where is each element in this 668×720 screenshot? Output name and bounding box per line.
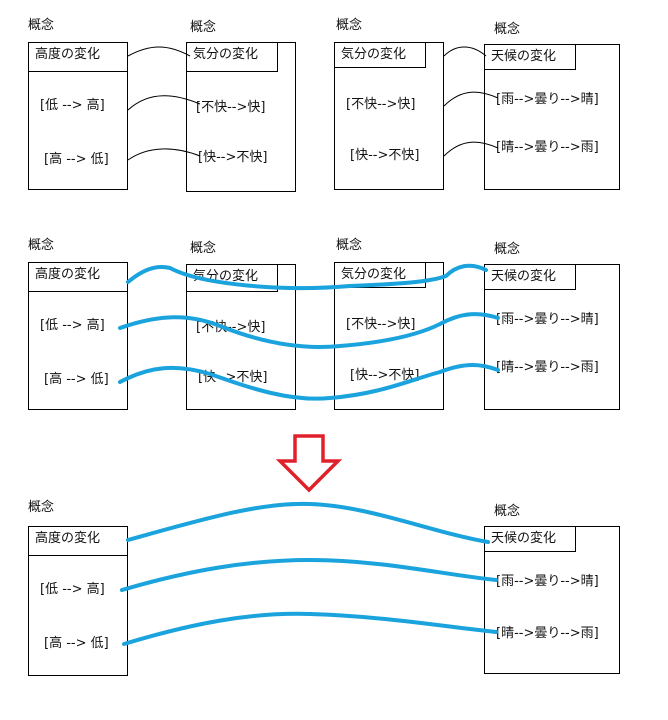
box-item: [快-->不快] [350,368,420,383]
connector-line [127,46,191,57]
box-item: [不快-->快] [346,97,416,112]
box-title: 天候の変化 [484,526,576,552]
concept-label: 概念 [28,500,55,515]
concept-label: 概念 [336,238,363,253]
box-title: 高度の変化 [28,262,128,292]
box-title: 気分の変化 [334,42,426,68]
blue-link-line [118,312,500,350]
box-item: [晴-->曇り-->雨] [496,140,599,155]
box-item: [雨-->曇り-->晴] [496,92,599,107]
box-item: [晴-->曇り-->雨] [496,360,599,375]
box-title: 高度の変化 [28,42,128,72]
blue-link-line [118,363,500,401]
box-item: [快-->不快] [350,148,420,163]
connector-line [127,95,201,111]
box-item: [高 --> 低] [44,636,109,651]
box-item: [低 --> 高] [40,318,105,333]
box-item: [低 --> 高] [40,582,105,597]
connector-line [443,91,499,107]
box-item: [不快-->快] [346,317,416,332]
box-title: 気分の変化 [186,42,278,72]
box-item: [雨-->曇り-->晴] [496,312,599,327]
box-item: [低 --> 高] [40,98,105,113]
box-item: [快-->不快] [198,150,268,165]
concept-label: 概念 [190,20,217,35]
concept-label: 概念 [494,22,521,37]
concept-label: 概念 [494,242,521,257]
box-title: 天候の変化 [484,44,576,70]
connector-line [127,148,201,161]
box-item: [高 --> 低] [44,372,109,387]
blue-link-line [122,611,498,646]
connector-line [443,141,499,157]
blue-link-line [120,557,498,592]
box-item: [高 --> 低] [44,152,109,167]
concept-label: 概念 [28,238,55,253]
concept-label: 概念 [190,241,217,256]
box-item: [晴-->曇り-->雨] [496,626,599,641]
connector-line [443,46,487,57]
box-item: [雨-->曇り-->晴] [496,574,599,589]
concept-label: 概念 [494,504,521,519]
concept-label: 概念 [336,18,363,33]
box-title: 天候の変化 [484,264,576,290]
concept-label: 概念 [28,18,55,33]
blue-link-line [126,501,490,544]
blue-link-line [126,263,488,290]
box-item: [不快-->快] [196,100,266,115]
